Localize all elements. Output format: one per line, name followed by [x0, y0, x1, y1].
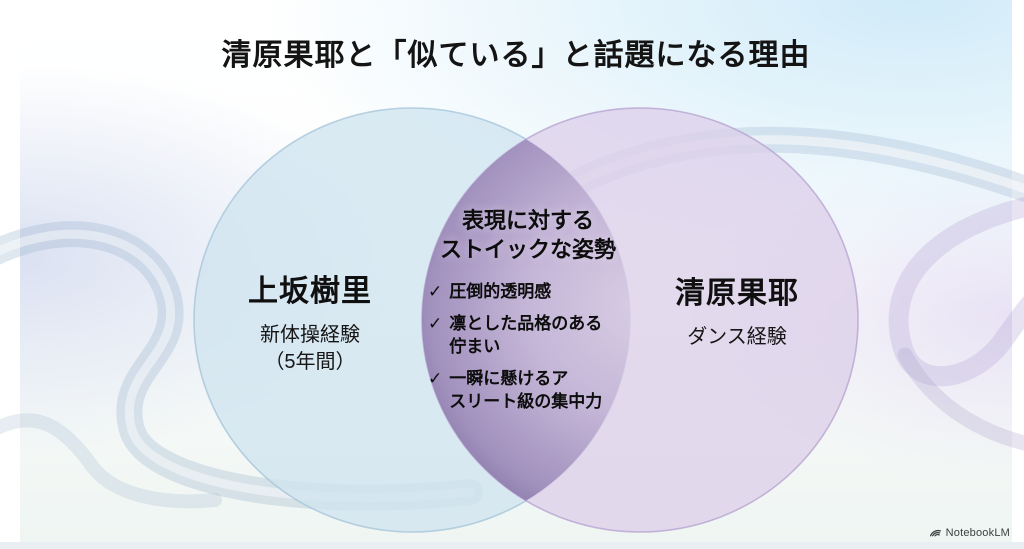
overlap-lens [422, 108, 630, 532]
ribbon-decoration-left [0, 221, 483, 511]
page-title: 清原果耶と「似ている」と話題になる理由 [221, 39, 811, 72]
overlap-heading-line1: 表現に対する [461, 208, 594, 233]
right-person-name: 清原果耶 [675, 277, 799, 310]
overlap-bullet-item: ✓ 圧倒的透明感 [428, 280, 636, 303]
bullet-text: 凛とした品格のある 佇まい [449, 314, 603, 356]
notebooklm-icon [929, 529, 941, 537]
overlap-bullet-item: ✓ 一瞬に懸けるア スリート級の集中力 [428, 367, 636, 413]
left-person-name: 上坂樹里 [248, 275, 372, 308]
left-person-sub-line1: 新体操経験 [260, 324, 360, 346]
overlap-bullet-item: ✓ 凛とした品格のある 佇まい [428, 312, 636, 358]
overlap-label-group: 表現に対する ストイックな姿勢 ✓ 圧倒的透明感 ✓ 凛とした品格のある 佇まい… [420, 206, 636, 422]
right-person-sub-line1: ダンス経験 [687, 326, 787, 348]
bottom-strip [0, 542, 1024, 549]
bullet-text: 一瞬に懸けるア スリート級の集中力 [449, 369, 603, 411]
overlap-bullet-list: ✓ 圧倒的透明感 ✓ 凛とした品格のある 佇まい ✓ 一瞬に懸けるア スリート級… [420, 280, 636, 413]
bullet-text: 圧倒的透明感 [449, 282, 552, 301]
right-circle-label-group: 清原果耶 ダンス経験 [639, 268, 835, 351]
check-icon: ✓ [428, 282, 443, 301]
left-person-sub-line2: （5年間） [264, 351, 356, 373]
left-circle-label-group: 上坂樹里 新体操経験 （5年間） [212, 266, 408, 376]
right-person-sub: ダンス経験 [639, 324, 835, 351]
check-icon: ✓ [428, 369, 443, 388]
overlap-heading-line2: ストイックな姿勢 [439, 237, 616, 262]
left-person-sub: 新体操経験 （5年間） [212, 322, 408, 376]
check-icon: ✓ [428, 314, 443, 333]
notebooklm-label: NotebookLM [945, 526, 1010, 539]
overlap-heading: 表現に対する ストイックな姿勢 [420, 206, 636, 264]
notebooklm-watermark: NotebookLM [929, 526, 1010, 539]
